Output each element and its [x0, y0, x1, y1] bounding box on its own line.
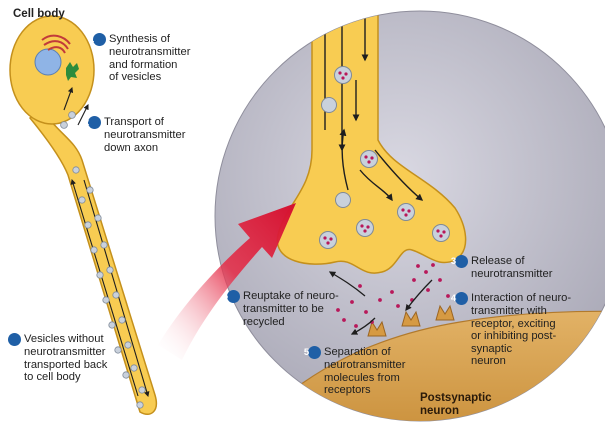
cell-body-title: Cell body: [13, 8, 65, 20]
postsynaptic-neuron-label: Postsynaptic neuron: [420, 392, 492, 417]
step-2-badge: 2: [88, 116, 101, 129]
step-7-text: Vesicles without neurotransmitter transp…: [24, 333, 107, 383]
nucleus: [35, 49, 61, 75]
step-6-text: Reuptake of neuro- transmitter to be rec…: [243, 290, 339, 328]
step-2-text: Transport of neurotransmitter down axon: [104, 116, 185, 154]
step-1-badge: 1: [93, 33, 106, 46]
step-4-badge: 4: [455, 292, 468, 305]
step-4-text: Interaction of neuro- transmitter with r…: [471, 292, 571, 367]
step-3-badge: 3: [455, 255, 468, 268]
step-3-text: Release of neurotransmitter: [471, 255, 552, 280]
step-6-badge: 6: [227, 290, 240, 303]
step-7-badge: 7: [8, 333, 21, 346]
step-5-text: Separation of neurotransmitter molecules…: [324, 346, 405, 396]
step-5-badge: 5: [308, 346, 321, 359]
step-1-text: Synthesis of neurotransmitter and format…: [109, 33, 190, 83]
